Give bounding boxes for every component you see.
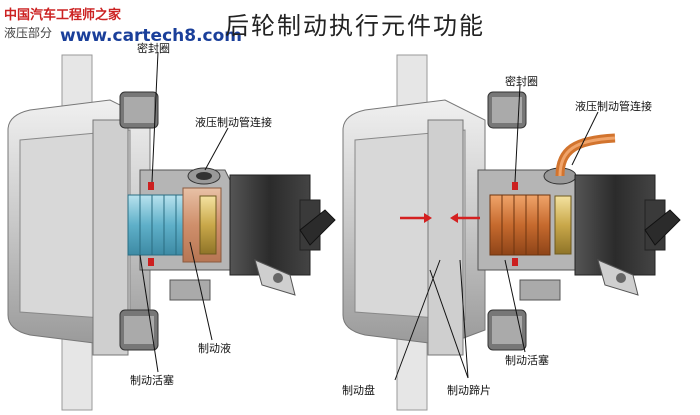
- left-caliper: [7, 54, 336, 411]
- right-label-hydraulic-line: 液压制动管连接: [575, 100, 652, 113]
- clamping-force-arrows: [400, 213, 480, 223]
- leader-lines: [139, 51, 599, 381]
- right-label-pad: 制动蹄片: [447, 384, 491, 397]
- right-label-disc: 制动盘: [342, 384, 375, 397]
- diagram-title: 后轮制动执行元件功能: [225, 12, 485, 40]
- left-label-piston: 制动活塞: [130, 374, 174, 387]
- watermark-url: www.cartech8.com: [60, 26, 243, 46]
- left-label-hydraulic-line: 液压制动管连接: [195, 116, 272, 129]
- right-caliper: [342, 54, 681, 411]
- watermark-site-name: 中国汽车工程师之家: [4, 8, 122, 23]
- left-label-seal: 密封圈: [137, 42, 170, 55]
- left-label-fluid: 制动液: [198, 342, 231, 355]
- right-label-seal: 密封圈: [505, 75, 538, 88]
- right-label-piston: 制动活塞: [505, 354, 549, 367]
- watermark-section: 液压部分: [4, 26, 53, 40]
